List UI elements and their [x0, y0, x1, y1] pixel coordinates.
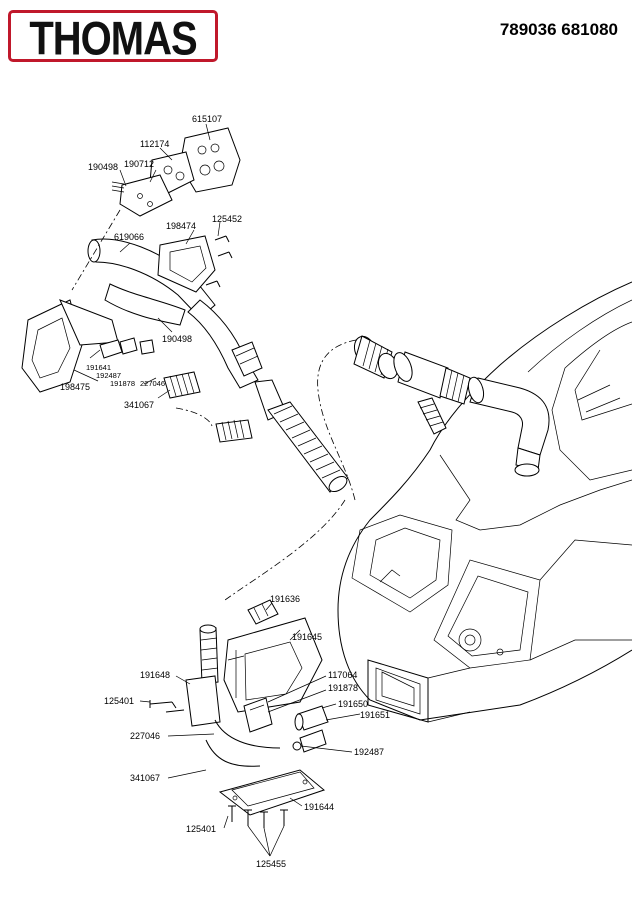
part-label-190498: 190498: [162, 334, 192, 344]
part-label-112174: 112174: [140, 139, 169, 149]
part-label-192487: 192487: [96, 371, 121, 380]
part-label-191641: 191641: [86, 363, 111, 372]
part-label-227046: 227046: [130, 731, 160, 741]
part-label-190712: 190712: [124, 159, 154, 169]
logo-frame: [8, 10, 218, 62]
handle-assembly: [21, 127, 349, 601]
thomas-logo: THOMAS: [8, 10, 218, 65]
part-label-125455: 125455: [256, 859, 286, 869]
vacuum-body: [337, 281, 632, 723]
part-label-125401: 125401: [186, 824, 216, 834]
part-label-191878: 191878: [328, 683, 358, 693]
part-label-191645: 191645: [292, 632, 322, 642]
part-label-191878: 191878: [110, 379, 135, 388]
part-label-341067: 341067: [130, 773, 160, 783]
part-labels: 615107 112174 190498 190712 198474 12545…: [60, 114, 390, 869]
part-label-615107: 615107: [192, 114, 222, 124]
part-label-191648: 191648: [140, 670, 170, 680]
leader-lines: [73, 123, 361, 857]
part-label-191651: 191651: [360, 710, 390, 720]
document-number: 789036 681080: [499, 20, 618, 39]
part-label-192487: 192487: [354, 747, 384, 757]
part-label-619066: 619066: [114, 232, 144, 242]
part-label-341067: 341067: [124, 400, 154, 410]
part-label-227046: 227046: [140, 379, 165, 388]
hose-connector-parts: [317, 335, 550, 501]
part-label-191644: 191644: [304, 802, 334, 812]
part-label-125452: 125452: [212, 214, 242, 224]
part-label-191650: 191650: [338, 699, 368, 709]
part-label-198475: 198475: [60, 382, 90, 392]
logo-text: THOMAS: [29, 13, 197, 65]
part-label-190498: 190498: [88, 162, 118, 172]
part-label-125401: 125401: [104, 696, 134, 706]
short-hose: [353, 335, 399, 380]
part-label-198474: 198474: [166, 221, 196, 231]
part-label-117064: 117064: [328, 670, 357, 680]
part-label-191636: 191636: [270, 594, 300, 604]
